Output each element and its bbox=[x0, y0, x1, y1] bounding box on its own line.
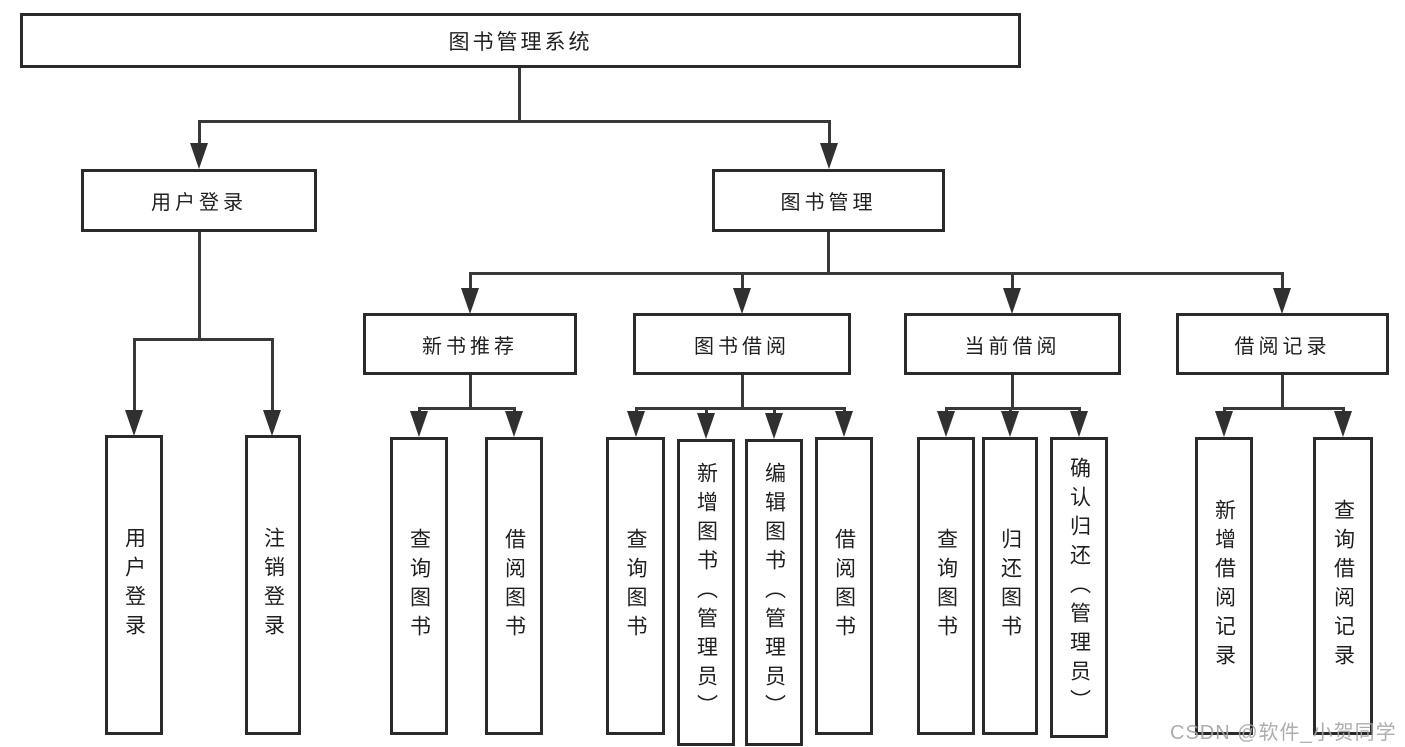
leaf-borrow-books-recommend: 借阅图书 bbox=[485, 437, 543, 735]
leaf-confirm-return-admin: 确认归还（管理员） bbox=[1050, 437, 1108, 738]
leaf-confirm-return-admin-label: 确认归还（管理员） bbox=[1067, 457, 1091, 718]
arrowhead-user-login bbox=[190, 143, 208, 169]
node-current-borrowing-label: 当前借阅 bbox=[964, 335, 1061, 358]
node-borrowing-records: 借阅记录 bbox=[1176, 313, 1389, 375]
arrowhead-bor-edit bbox=[765, 413, 783, 439]
connector-drop-cur-confirm bbox=[1078, 407, 1081, 413]
leaf-query-books-current-label: 查询图书 bbox=[934, 528, 958, 644]
arrowhead-bor-query bbox=[627, 411, 645, 437]
connector-borrowing-branch bbox=[635, 407, 845, 410]
node-book-borrowing-label: 图书借阅 bbox=[694, 335, 790, 358]
node-book-management-label: 图书管理 bbox=[780, 192, 877, 214]
connector-mgmt-branch bbox=[469, 272, 1283, 275]
node-book-borrowing: 图书借阅 bbox=[633, 313, 851, 375]
leaf-borrow-books-recommend-label: 借阅图书 bbox=[502, 528, 526, 644]
connector-current-branch bbox=[945, 407, 1080, 410]
node-library-system-label: 图书管理系统 bbox=[448, 30, 593, 54]
leaf-user-login: 用户登录 bbox=[105, 435, 163, 735]
node-new-book-recommend: 新书推荐 bbox=[363, 313, 577, 375]
connector-drop-leaf-login bbox=[133, 338, 136, 412]
node-new-book-recommend-label: 新书推荐 bbox=[422, 335, 518, 358]
arrowhead-leaf-logout bbox=[263, 410, 281, 436]
leaf-add-book-admin: 新增图书（管理员） bbox=[677, 439, 735, 746]
node-library-system: 图书管理系统 bbox=[20, 13, 1021, 68]
watermark-text: CSDN @软件_小贺同学 bbox=[1170, 722, 1397, 744]
connector-drop-rec-borrow bbox=[513, 407, 516, 413]
arrowhead-book-management bbox=[820, 143, 838, 169]
arrowhead-records bbox=[1273, 288, 1291, 314]
connector-login-stem bbox=[198, 232, 201, 338]
connector-drop-records bbox=[1281, 272, 1284, 290]
connector-drop-book-management bbox=[828, 120, 831, 145]
connector-root-stem bbox=[518, 68, 521, 120]
connector-current-stem bbox=[1011, 375, 1014, 407]
connector-drop-bor-borrow bbox=[843, 407, 846, 413]
leaf-query-books-current: 查询图书 bbox=[917, 437, 975, 735]
leaf-borrow-books-borrowing: 借阅图书 bbox=[815, 437, 873, 735]
connector-drop-leaf-logout bbox=[271, 338, 274, 412]
arrowhead-rec-borrow bbox=[505, 411, 523, 437]
node-user-login: 用户登录 bbox=[81, 169, 317, 232]
arrowhead-rec2-query bbox=[1334, 411, 1352, 437]
connector-root-branch bbox=[198, 120, 830, 123]
connector-drop-cur-query bbox=[945, 407, 948, 413]
connector-drop-rec2-add bbox=[1223, 407, 1226, 413]
arrowhead-rec-query bbox=[410, 411, 428, 437]
connector-drop-recommend bbox=[469, 272, 472, 290]
connector-drop-bor-add bbox=[705, 407, 708, 415]
leaf-add-book-admin-label: 新增图书（管理员） bbox=[694, 462, 718, 723]
leaf-user-login-label: 用户登录 bbox=[122, 527, 146, 643]
leaf-query-books-recommend-label: 查询图书 bbox=[407, 528, 431, 644]
arrowhead-bor-borrow bbox=[835, 411, 853, 437]
connector-drop-rec2-query bbox=[1342, 407, 1345, 413]
node-book-management: 图书管理 bbox=[712, 169, 945, 232]
connector-drop-user-login bbox=[198, 120, 201, 145]
leaf-query-books-recommend: 查询图书 bbox=[390, 437, 448, 735]
leaf-return-book: 归还图书 bbox=[982, 437, 1038, 735]
connector-borrowing-stem bbox=[741, 375, 744, 407]
node-user-login-label: 用户登录 bbox=[151, 192, 247, 214]
arrowhead-rec2-add bbox=[1215, 411, 1233, 437]
arrowhead-cur-query bbox=[937, 411, 955, 437]
connector-drop-current bbox=[1011, 272, 1014, 290]
leaf-query-borrow-record-label: 查询借阅记录 bbox=[1331, 499, 1355, 673]
connector-recommend-stem bbox=[469, 375, 472, 407]
leaf-logout-login-label: 注销登录 bbox=[261, 527, 285, 643]
leaf-return-book-label: 归还图书 bbox=[998, 528, 1022, 644]
arrowhead-bor-add bbox=[697, 413, 715, 439]
node-borrowing-records-label: 借阅记录 bbox=[1234, 335, 1331, 358]
connector-recommend-branch bbox=[418, 407, 515, 410]
connector-drop-borrowing bbox=[741, 272, 744, 290]
arrowhead-recommend bbox=[461, 288, 479, 314]
leaf-borrow-books-borrowing-label: 借阅图书 bbox=[832, 528, 856, 644]
connector-records-branch bbox=[1223, 407, 1344, 410]
node-current-borrowing: 当前借阅 bbox=[904, 313, 1121, 375]
arrowhead-cur-confirm bbox=[1070, 411, 1088, 437]
connector-mgmt-stem bbox=[827, 232, 830, 272]
leaf-query-books-borrowing: 查询图书 bbox=[606, 437, 665, 735]
arrowhead-current bbox=[1003, 288, 1021, 314]
connector-login-branch bbox=[133, 338, 273, 341]
connector-drop-cur-return bbox=[1009, 407, 1012, 413]
leaf-add-borrow-record-label: 新增借阅记录 bbox=[1212, 499, 1236, 673]
leaf-logout-login: 注销登录 bbox=[245, 435, 301, 735]
arrowhead-leaf-login bbox=[125, 410, 143, 436]
connector-drop-rec-query bbox=[418, 407, 421, 413]
leaf-add-borrow-record: 新增借阅记录 bbox=[1195, 437, 1253, 735]
connector-drop-bor-query bbox=[635, 407, 638, 413]
connector-records-stem bbox=[1281, 375, 1284, 407]
leaf-query-books-borrowing-label: 查询图书 bbox=[624, 528, 647, 644]
arrowhead-borrowing bbox=[733, 288, 751, 314]
connector-drop-bor-edit bbox=[773, 407, 776, 415]
leaf-query-borrow-record: 查询借阅记录 bbox=[1313, 437, 1373, 735]
leaf-edit-book-admin: 编辑图书（管理员） bbox=[745, 439, 803, 746]
leaf-edit-book-admin-label: 编辑图书（管理员） bbox=[762, 462, 786, 723]
arrowhead-cur-return bbox=[1001, 411, 1019, 437]
